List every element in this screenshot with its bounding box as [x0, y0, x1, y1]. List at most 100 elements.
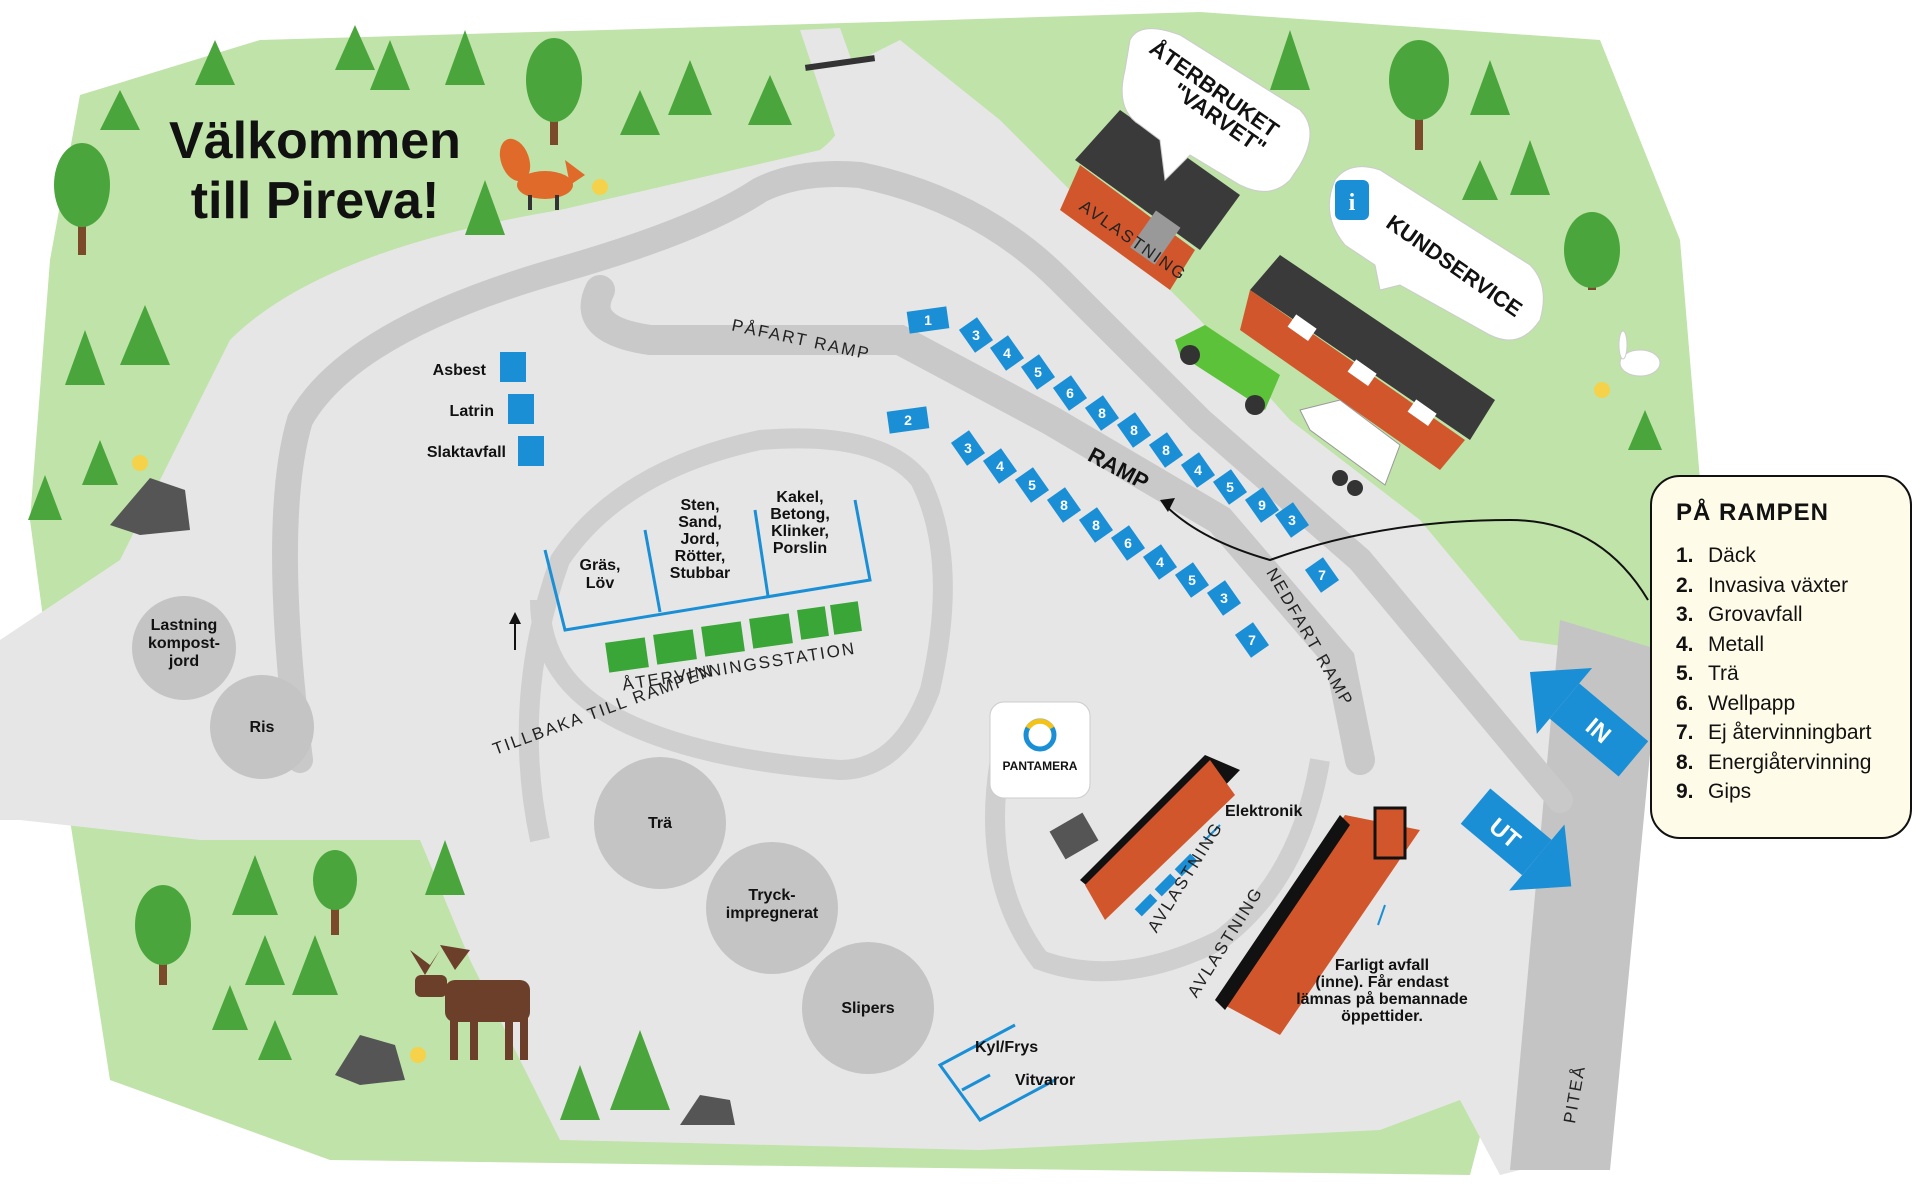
legend-pointer [1164, 504, 1649, 601]
ramp-container-number: 8 [1092, 517, 1100, 533]
ramp-container [1304, 557, 1340, 593]
appliance-area: Kyl/Frys Vitvaror [937, 1023, 1075, 1122]
legend-item-label: Metall [1708, 632, 1765, 656]
rock-icon [680, 1095, 735, 1125]
ramp-container-number: 5 [1188, 572, 1196, 588]
legend-item-number: 4. [1676, 632, 1694, 656]
svg-text:Lastning: Lastning [151, 617, 218, 634]
svg-text:Jord,: Jord, [680, 531, 719, 548]
svg-text:Sten,: Sten, [680, 497, 719, 514]
farligt-building [1215, 806, 1420, 1035]
ramp-container [1180, 452, 1216, 488]
ramp-container [1084, 395, 1120, 431]
ramp-container-number: 3 [1288, 512, 1296, 528]
svg-text:Klinker,: Klinker, [771, 523, 829, 540]
ramp-container [1110, 525, 1146, 561]
svg-text:Löv: Löv [586, 575, 615, 592]
legend-item-label: Grovavfall [1708, 603, 1803, 626]
ramp-container [1116, 412, 1152, 448]
page-title-line2: till Pireva! [191, 172, 440, 230]
aterbruket-bubble: ÅTERBRUKET "VARVET" [1121, 28, 1311, 192]
svg-text:Latrin: Latrin [450, 403, 494, 420]
ramp-container-number: 8 [1060, 497, 1068, 513]
ramp-container [989, 335, 1025, 371]
ramp-approach [580, 275, 1375, 775]
ramp-container [1142, 544, 1178, 580]
rock-icon [335, 1035, 405, 1085]
svg-text:Tryck-: Tryck- [748, 887, 795, 904]
ramp-container [1014, 467, 1050, 503]
ramp-container-number: 3 [964, 440, 972, 456]
gate-path [800, 28, 880, 150]
farligt-note: Farligt avfall (inne). Får endast lämnas… [1296, 904, 1468, 1025]
ramp-container-number: 4 [1194, 462, 1202, 478]
elektronik-building [1080, 755, 1240, 920]
fox-icon [499, 138, 585, 210]
legend-item-label: Energiåtervinning [1708, 750, 1872, 774]
ramp-container-number: 3 [1220, 590, 1228, 606]
ramp-container [1274, 502, 1310, 538]
svg-text:Sand,: Sand, [678, 514, 722, 531]
flower-icon [410, 1047, 426, 1063]
svg-text:Vitvaror: Vitvaror [1015, 1072, 1075, 1089]
gate-barrier [804, 55, 876, 71]
ramp-container-number: 4 [1003, 345, 1011, 361]
legend-item: 9.Gips [1676, 777, 1886, 807]
legend-item: 6. Wellpapp [1676, 689, 1886, 719]
legend-item-number: 2. [1676, 573, 1694, 597]
legend-item: 8. Energiåtervinning [1676, 748, 1886, 778]
legend-item-number: 3. [1676, 603, 1694, 626]
ramp-container-number: 1 [924, 312, 932, 328]
legend-item-number: 5. [1676, 662, 1694, 685]
ramp-container-number: 7 [1318, 567, 1326, 583]
ramp-container [1244, 487, 1280, 523]
flower-icon [592, 179, 608, 195]
ramp-container-number: 6 [1066, 385, 1074, 401]
svg-text:Trä: Trä [648, 815, 672, 832]
info-icon [1335, 180, 1369, 220]
pantamera-sign: PANTAMERA [989, 701, 1091, 799]
ramp-container [1234, 622, 1270, 658]
legend-item-number: 8. [1676, 750, 1694, 774]
ramp-container [1212, 469, 1248, 505]
return-loop [518, 428, 953, 843]
aterbruket-building [1060, 110, 1240, 290]
ramp-container-number: 7 [1248, 632, 1256, 648]
svg-text:Kakel,: Kakel, [776, 489, 823, 506]
ramp-container-number: 5 [1034, 364, 1042, 380]
legend-item-label: Wellpapp [1708, 691, 1796, 715]
legend-item-label: Gips [1708, 780, 1752, 803]
svg-text:Porslin: Porslin [773, 540, 827, 557]
legend-item-label: Ej återvinningbart [1708, 721, 1872, 744]
legend-item-number: 1. [1676, 544, 1694, 567]
legend-item: 5. Trä [1676, 659, 1886, 689]
svg-text:Ris: Ris [250, 719, 275, 736]
tree-icon [28, 25, 1662, 1120]
legend-item: 7. Ej återvinningbart [1676, 718, 1886, 748]
svg-text:öppettider.: öppettider. [1341, 1008, 1423, 1025]
legend-item-number: 7. [1676, 721, 1694, 744]
ramp-container [1020, 354, 1056, 390]
legend-item-label: Trä [1708, 662, 1739, 685]
ramp-container-number: 5 [1028, 477, 1036, 493]
legend-item: 2.Invasiva växter [1676, 571, 1886, 601]
outer-road [272, 161, 1573, 813]
ramp-container-number: 8 [1130, 422, 1138, 438]
round-tree-icon [54, 38, 1620, 985]
legend-item-number: 6. [1676, 691, 1694, 715]
elektronik-label: Elektronik [1225, 803, 1302, 820]
legend-item: 4. Metall [1676, 630, 1886, 660]
flower-icon [1594, 382, 1610, 398]
legend-item: 3. Grovavfall [1676, 600, 1886, 630]
ramp-container [1078, 507, 1114, 543]
area-circles: Lastning kompost- jord Ris Trä Tryck- im… [132, 596, 934, 1074]
svg-text:PANTAMERA: PANTAMERA [1003, 759, 1078, 773]
ramp-container [1046, 487, 1082, 523]
ramp-container-number: 6 [1124, 535, 1132, 551]
ramp-container [982, 448, 1018, 484]
svg-text:Stubbar: Stubbar [670, 565, 730, 582]
